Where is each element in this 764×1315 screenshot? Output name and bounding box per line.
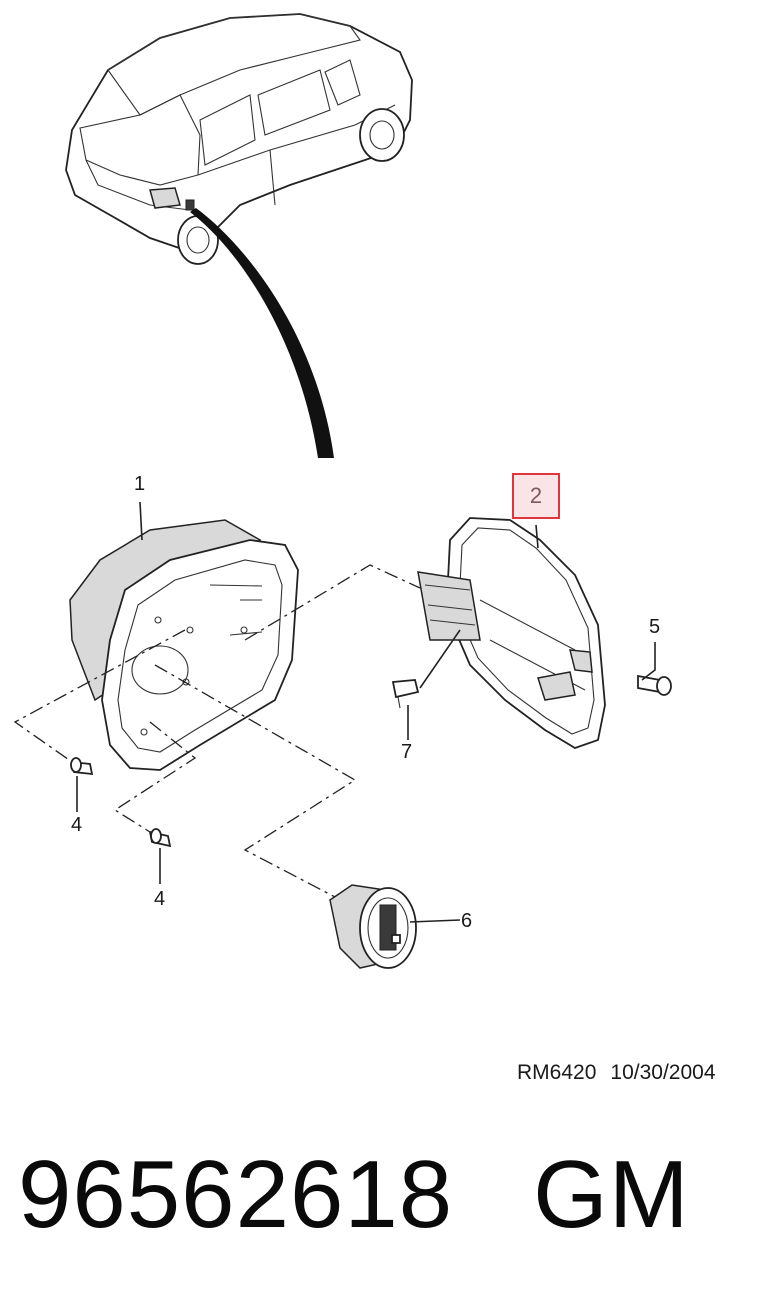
reference-date: 10/30/2004 [610, 1061, 716, 1084]
callout-4-upper: 4 [71, 814, 83, 836]
callout-7: 7 [401, 741, 413, 763]
part-number-caption: 96562618 GM [18, 1140, 690, 1250]
fuel-filler-door [417, 517, 606, 749]
fuel-filler-housing [69, 519, 299, 771]
leader-lines [76, 501, 656, 923]
callout-2-highlighted[interactable]: 2 [512, 473, 560, 519]
part-number: 96562618 [18, 1141, 454, 1248]
pin-part-4-upper [70, 757, 94, 776]
parts-exploded-diagram [13, 13, 672, 969]
clip-part-7 [391, 679, 420, 709]
callout-5: 5 [649, 616, 661, 638]
callout-4-lower: 4 [154, 888, 166, 910]
callout-2-label: 2 [529, 483, 543, 508]
assembly-lines [13, 564, 421, 898]
screw-part-5 [637, 674, 672, 696]
pin-part-4-lower [148, 828, 172, 848]
callout-1: 1 [134, 473, 146, 495]
callout-6: 6 [461, 910, 473, 932]
detail-pointer [190, 208, 334, 458]
part-brand: GM [533, 1141, 690, 1248]
fuel-cap-part-6 [329, 884, 417, 969]
reference-code: RM6420 [517, 1061, 597, 1084]
drawing-reference: RM6420 10/30/2004 [517, 1061, 716, 1085]
car-illustration [65, 13, 413, 265]
